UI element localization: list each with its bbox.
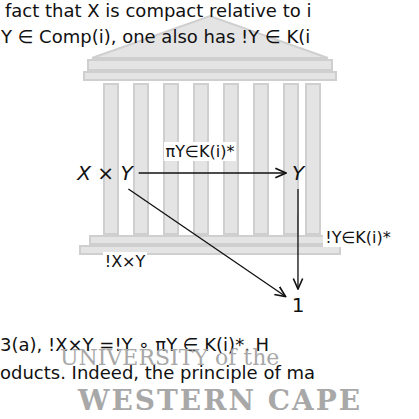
morphism-arrow xyxy=(297,189,298,289)
column xyxy=(104,84,118,234)
column xyxy=(306,84,320,234)
watermark-text: WESTERN CAPE xyxy=(78,384,362,417)
morphism-arrow xyxy=(139,172,286,173)
math-object: 1 xyxy=(288,291,309,319)
step xyxy=(90,236,330,244)
arrow-label: !Y∈K(i)* xyxy=(323,228,393,247)
body-text: Y ∈ Comp(i), one also has !Y ∈ K(i xyxy=(1,26,310,47)
entablature xyxy=(84,72,336,80)
column xyxy=(134,84,148,234)
arrow-label: πY∈K(i)* xyxy=(164,142,237,161)
math-object: X × Y xyxy=(73,159,136,187)
arrow-label: !X×Y xyxy=(103,252,148,271)
math-object: Y xyxy=(288,159,308,187)
body-text: fact that X is compact relative to i xyxy=(5,0,311,21)
body-text: oducts. Indeed, the principle of ma xyxy=(0,362,315,383)
column xyxy=(284,84,298,234)
object-label: X × Y xyxy=(77,161,132,185)
object-label: 1 xyxy=(292,293,305,317)
column xyxy=(254,84,268,234)
object-label: Y xyxy=(292,161,304,185)
entablature xyxy=(88,60,332,70)
morphism-arrow xyxy=(128,189,285,297)
